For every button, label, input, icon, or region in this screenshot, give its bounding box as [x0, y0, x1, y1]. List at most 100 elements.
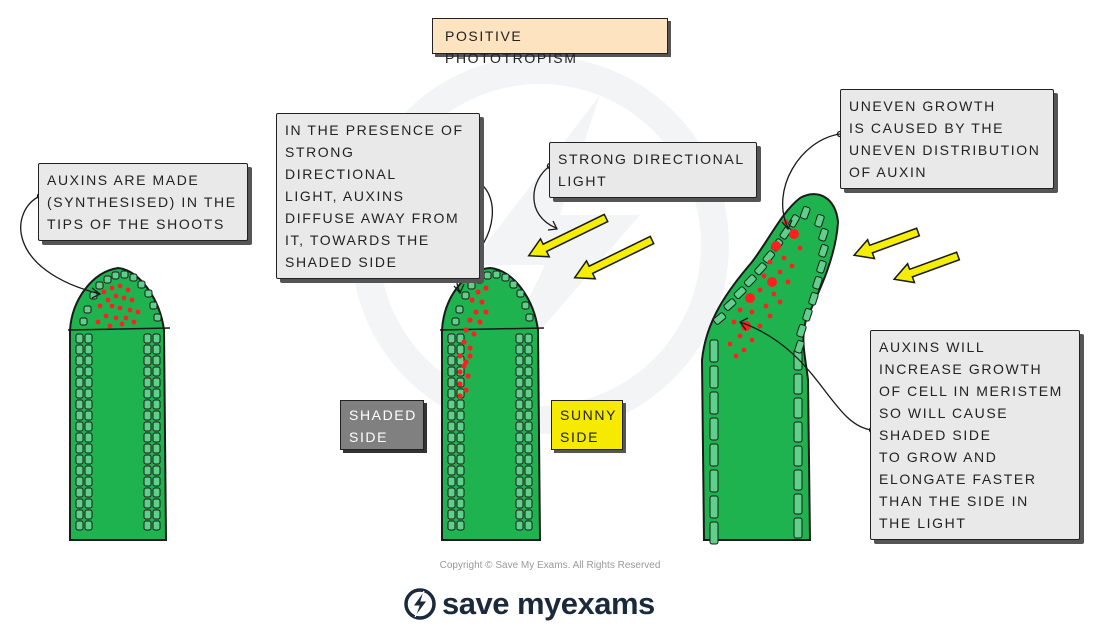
callout-increase-growth: AUXINS WILL INCREASE GROWTH OF CELL IN M… [870, 330, 1080, 540]
plant-cell [143, 443, 152, 454]
auxin-dot [117, 283, 123, 289]
plant-cell [447, 476, 456, 487]
plant-cell [793, 397, 803, 419]
diagram-title: POSITIVE PHOTOTROPISM [432, 18, 668, 66]
plant-cell [75, 377, 84, 388]
plant-cell [143, 344, 152, 355]
plant-cell [152, 454, 161, 465]
plant-cell [762, 250, 776, 264]
plant-cell [521, 301, 530, 310]
plant-cell [447, 487, 456, 498]
plant-cell [84, 498, 93, 509]
auxin-dot [733, 353, 739, 359]
plant-cell [456, 421, 465, 432]
plant-cell [152, 520, 161, 531]
plant-cell [524, 388, 533, 399]
plant-cell [84, 476, 93, 487]
plant-cell [84, 366, 93, 377]
auxin-dot [473, 309, 479, 315]
auxin-dot [483, 285, 489, 291]
shoot-3-body [700, 193, 840, 541]
auxin-dot [731, 319, 737, 325]
plant-cell [524, 432, 533, 443]
plant-cell [743, 274, 757, 288]
plant-cell [75, 410, 84, 421]
auxin-dot [763, 303, 769, 309]
brand-logo: save myexams [402, 584, 655, 624]
sunny-side-label: SUNNY SIDE [551, 400, 623, 450]
plant-cell [143, 454, 152, 465]
auxin-dot [469, 297, 475, 303]
plant-cell [152, 432, 161, 443]
auxin-dot [457, 369, 463, 375]
plant-cell [152, 421, 161, 432]
plant-cell [447, 465, 456, 476]
auxin-dot [483, 309, 489, 315]
plant-cell [143, 399, 152, 410]
brand-word-1: save [442, 586, 509, 621]
plant-cell [816, 260, 827, 274]
plant-cell [709, 443, 719, 467]
plant-cell [456, 465, 465, 476]
auxin-dot [797, 245, 803, 251]
plant-cell [515, 355, 524, 366]
plant-cell [456, 410, 465, 421]
plant-cell [524, 487, 533, 498]
plant-cell [75, 454, 84, 465]
plant-cell [515, 344, 524, 355]
plant-cell [75, 355, 84, 366]
plant-cell [515, 465, 524, 476]
plant-cell [793, 517, 803, 539]
plant-cell [143, 487, 152, 498]
shoot-2-tip-line [439, 327, 545, 331]
shoot-1-cells-right [143, 333, 161, 531]
plant-cell [75, 333, 84, 344]
plant-cell [524, 399, 533, 410]
plant-cell [152, 333, 161, 344]
brand-word-2: myexams [516, 586, 655, 621]
plant-cell [492, 270, 501, 279]
plant-cell [709, 469, 719, 493]
plant-cell [75, 476, 84, 487]
auxin-dot [461, 339, 467, 345]
auxin-dot [123, 315, 129, 321]
auxin-dot [767, 313, 773, 319]
auxin-dot [479, 299, 485, 305]
auxin-dot [109, 303, 115, 309]
plant-cell [143, 333, 152, 344]
auxin-dot [745, 293, 755, 303]
plant-cell [447, 520, 456, 531]
plant-cell [524, 377, 533, 388]
plant-cell [524, 476, 533, 487]
plant-cell [152, 465, 161, 476]
plant-cell [515, 498, 524, 509]
arrow-icon [892, 251, 961, 284]
plant-cell [111, 271, 120, 280]
plant-cell [152, 476, 161, 487]
plant-cell [143, 377, 152, 388]
plant-cell [447, 421, 456, 432]
plant-cell [75, 509, 84, 520]
plant-cell [501, 273, 510, 282]
plant-cell [709, 339, 719, 363]
auxin-dot [95, 319, 101, 325]
plant-cell [84, 487, 93, 498]
plant-cell [794, 340, 805, 354]
auxin-dot [113, 315, 119, 321]
plant-cell [143, 465, 152, 476]
plant-cell [84, 443, 93, 454]
auxin-dot [457, 381, 463, 387]
plant-cell [447, 333, 456, 344]
auxin-dot [467, 317, 473, 323]
auxin-dot [767, 259, 773, 265]
plant-cell [713, 312, 727, 325]
plant-cell [447, 399, 456, 410]
callout-presence-of-light: IN THE PRESENCE OF STRONG DIRECTIONAL LI… [276, 113, 480, 279]
auxin-dot [777, 269, 783, 275]
auxin-dot [465, 373, 471, 379]
plant-cell [467, 281, 476, 290]
shoot-1 [67, 266, 171, 541]
plant-cell [84, 355, 93, 366]
auxin-dot [477, 319, 483, 325]
plant-cell [83, 305, 92, 314]
